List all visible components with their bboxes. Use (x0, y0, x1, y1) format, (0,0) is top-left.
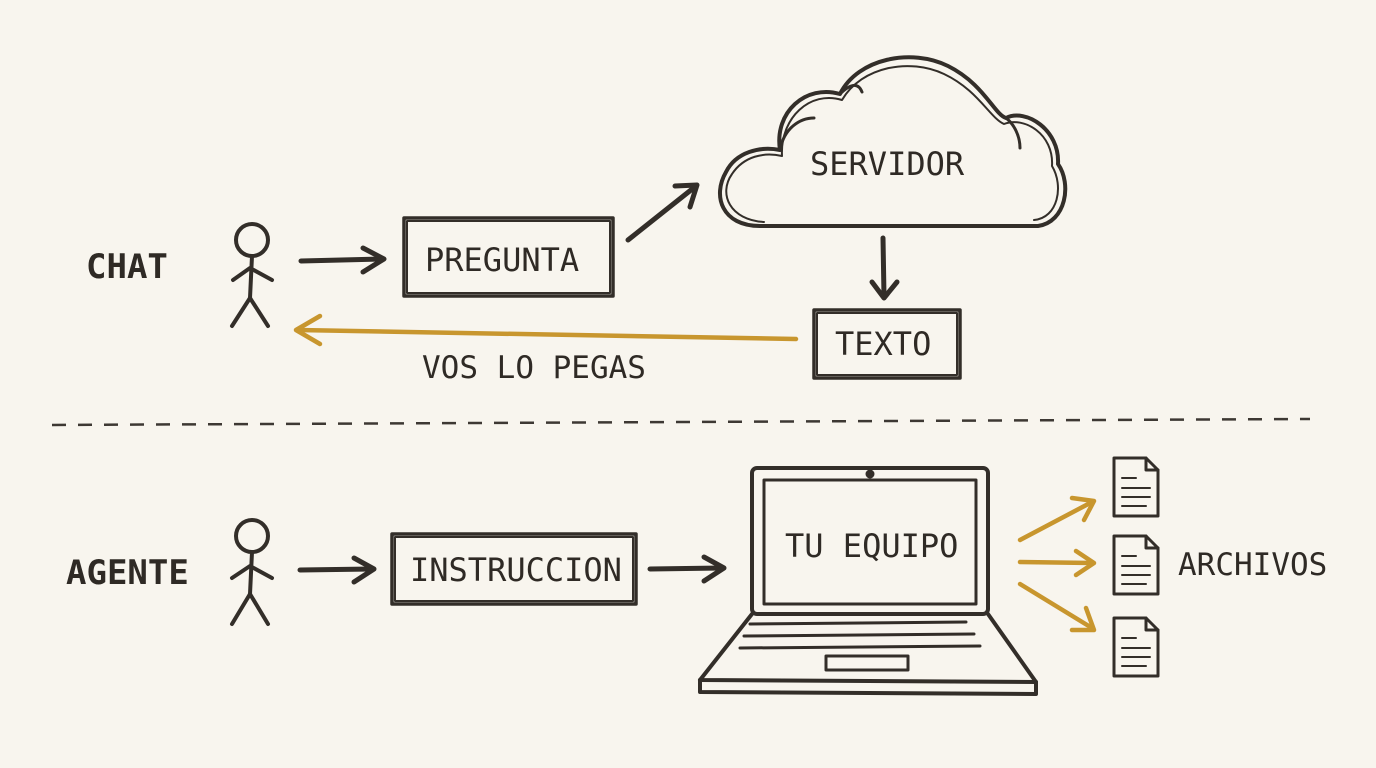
question-box-frame (402, 216, 615, 298)
arrow-icon (869, 235, 900, 301)
arrow-icon (297, 555, 377, 585)
output-arrow-icon (1017, 495, 1097, 543)
agent-row-label: AGENTE (66, 553, 189, 593)
server-label: SERVIDOR (810, 145, 965, 183)
instruction-box-label: INSTRUCCION (410, 551, 622, 589)
text-box-frame (812, 308, 962, 380)
arrow-icon (625, 182, 700, 243)
chat-row-label: CHAT (86, 247, 168, 287)
section-divider (51, 417, 1311, 427)
arrow-icon (647, 554, 727, 584)
document-icon (1112, 456, 1160, 518)
user-figure-icon (230, 222, 274, 328)
question-box-label: PREGUNTA (425, 241, 580, 279)
return-caption: VOS LO PEGAS (422, 350, 646, 386)
instruction-box-frame (390, 532, 638, 606)
document-icon (1112, 534, 1160, 596)
cloud-icon (717, 55, 1068, 228)
arrow-icon (298, 245, 387, 275)
user-figure-icon (230, 518, 274, 626)
computer-label: TU EQUIPO (785, 527, 959, 565)
document-icon (1112, 616, 1160, 678)
laptop-icon (698, 466, 1038, 696)
output-arrow-icon (1017, 548, 1097, 578)
text-box-label: TEXTO (835, 325, 932, 363)
files-caption: ARCHIVOS (1178, 547, 1328, 583)
return-arrow-icon (293, 313, 799, 347)
output-arrow-icon (1017, 581, 1097, 633)
